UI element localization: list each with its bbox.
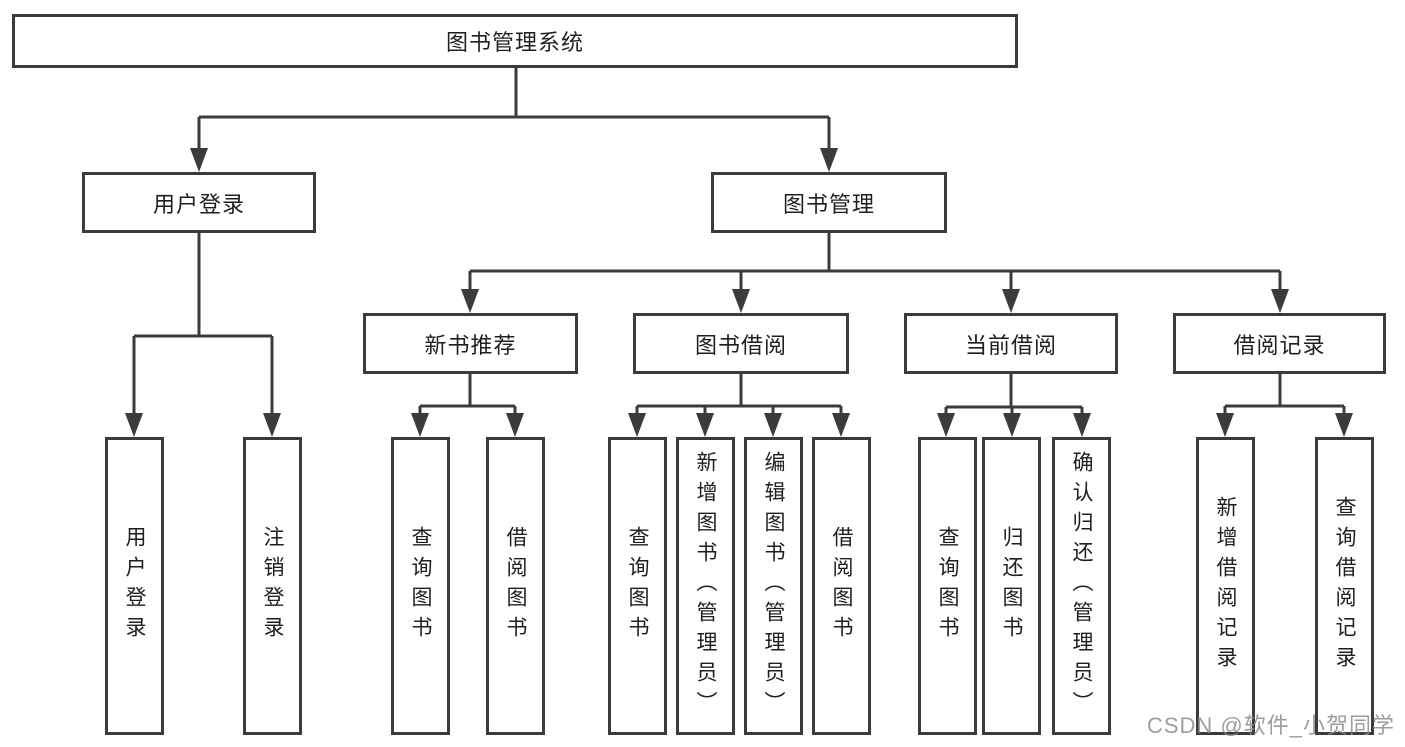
arrow-down-icon xyxy=(1073,413,1091,437)
arrow-down-icon xyxy=(263,413,281,437)
watermark: CSDN @软件_小贺同学 xyxy=(1146,713,1395,738)
leaf-borrow-books: 借阅图书 xyxy=(812,437,871,735)
node-book-borrow: 图书借阅 xyxy=(633,313,849,374)
arrow-down-icon xyxy=(820,148,838,172)
arrow-down-icon xyxy=(190,148,208,172)
leaf-query-books-current: 查询图书 xyxy=(918,437,977,735)
node-root: 图书管理系统 xyxy=(12,14,1018,68)
node-current-borrow: 当前借阅 xyxy=(904,313,1118,374)
leaf-borrow-books-recommend: 借阅图书 xyxy=(486,437,545,735)
arrow-down-icon xyxy=(696,413,714,437)
arrow-down-icon xyxy=(461,289,479,313)
arrow-down-icon xyxy=(732,289,750,313)
arrow-down-icon xyxy=(764,413,782,437)
arrow-down-icon xyxy=(1003,413,1021,437)
connector-root xyxy=(197,68,831,151)
leaf-logout: 注销登录 xyxy=(243,437,302,735)
arrow-down-icon xyxy=(1002,289,1020,313)
connector-user-login xyxy=(132,233,274,417)
arrow-down-icon xyxy=(1335,413,1353,437)
connector-book-borrow xyxy=(635,374,843,417)
node-new-book-recommend: 新书推荐 xyxy=(363,313,578,374)
leaf-add-borrow-record: 新增借阅记录 xyxy=(1196,437,1255,735)
arrow-down-icon xyxy=(1216,413,1234,437)
connector-current-borrow xyxy=(944,374,1084,417)
node-book-management: 图书管理 xyxy=(711,172,947,233)
arrow-down-icon xyxy=(832,413,850,437)
arrow-down-icon xyxy=(1271,289,1289,313)
connector-new-book-recommend xyxy=(418,374,517,417)
arrow-down-icon xyxy=(506,413,524,437)
node-borrow-records: 借阅记录 xyxy=(1173,313,1386,374)
arrow-down-icon xyxy=(937,413,955,437)
connector-borrow-records xyxy=(1223,374,1346,417)
node-user-login: 用户登录 xyxy=(82,172,316,233)
leaf-query-books-recommend: 查询图书 xyxy=(391,437,450,735)
leaf-edit-book-admin: 编辑图书（管理员） xyxy=(744,437,803,735)
arrow-down-icon xyxy=(628,413,646,437)
leaf-query-borrow-record: 查询借阅记录 xyxy=(1315,437,1374,735)
leaf-confirm-return-admin: 确认归还（管理员） xyxy=(1052,437,1111,735)
connector-book-management xyxy=(468,233,1282,293)
leaf-return-book: 归还图书 xyxy=(982,437,1041,735)
leaf-user-login: 用户登录 xyxy=(105,437,164,735)
arrow-down-icon xyxy=(125,413,143,437)
arrowheads xyxy=(125,148,1353,437)
leaf-query-books-borrow: 查询图书 xyxy=(608,437,667,735)
leaf-add-book-admin: 新增图书（管理员） xyxy=(676,437,735,735)
arrow-down-icon xyxy=(411,413,429,437)
